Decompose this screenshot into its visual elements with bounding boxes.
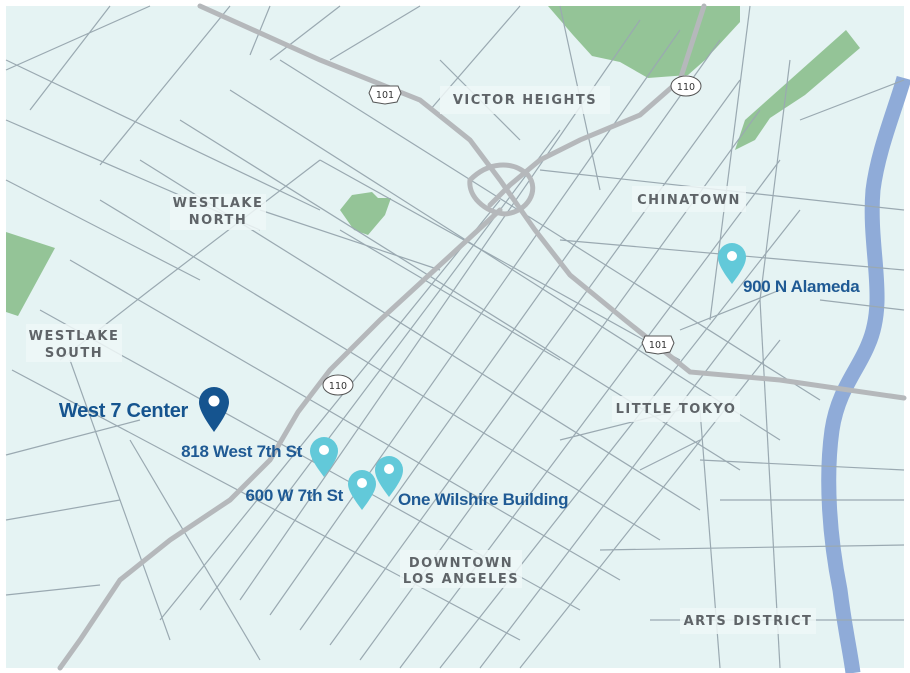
park-elysian <box>548 6 740 78</box>
district-chinatown: CHINATOWN <box>637 193 741 208</box>
marker-one-wilshire[interactable] <box>375 456 403 497</box>
district-downtown-line2: LOS ANGELES <box>403 572 519 587</box>
map-pin-icon <box>199 387 229 432</box>
marker-900-n-alameda[interactable] <box>718 243 746 284</box>
us-highway-shield-icon: 110 <box>322 374 354 396</box>
label-one-wilshire[interactable]: One Wilshire Building <box>398 490 568 509</box>
parks <box>6 6 860 316</box>
shield-110-top: 110 <box>677 82 695 93</box>
marker-west-7-center[interactable] <box>199 387 229 432</box>
label-west-7-center[interactable]: West 7 Center <box>59 400 189 422</box>
shield-110-mid: 110 <box>329 381 347 392</box>
label-818-west-7th[interactable]: 818 West 7th St <box>181 442 303 461</box>
map-pin-icon <box>718 243 746 284</box>
district-downtown-line1: DOWNTOWN <box>409 556 513 571</box>
shield-101-right: 101 <box>649 340 667 351</box>
la-river <box>821 75 910 673</box>
marker-818-west-7th[interactable] <box>310 437 338 477</box>
freeway-110-south <box>57 207 503 671</box>
park-ne <box>735 30 860 150</box>
map-pin-icon <box>310 437 338 477</box>
label-600-w-7th[interactable]: 600 W 7th St <box>246 486 344 505</box>
district-westlake-north-line2: NORTH <box>189 213 248 228</box>
label-900-n-alameda[interactable]: 900 N Alameda <box>743 277 861 296</box>
shield-101-top: 101 <box>376 90 394 101</box>
map-pin-icon <box>348 470 376 510</box>
district-westlake-south-line1: WESTLAKE <box>29 329 120 344</box>
park-west <box>6 232 55 316</box>
district-victor-heights: VICTOR HEIGHTS <box>453 93 597 108</box>
us-highway-shield-icon: 101 <box>641 335 675 355</box>
district-westlake-south-line2: SOUTH <box>45 346 103 361</box>
marker-600-w-7th[interactable] <box>348 470 376 510</box>
map-pin-icon <box>375 456 403 497</box>
district-arts-district: ARTS DISTRICT <box>684 614 813 629</box>
us-highway-shield-icon: 101 <box>368 85 402 105</box>
district-westlake-north-line1: WESTLAKE <box>173 196 264 211</box>
district-little-tokyo: LITTLE TOKYO <box>616 402 737 417</box>
us-highway-shield-icon: 110 <box>670 75 702 97</box>
park-small <box>340 192 391 235</box>
